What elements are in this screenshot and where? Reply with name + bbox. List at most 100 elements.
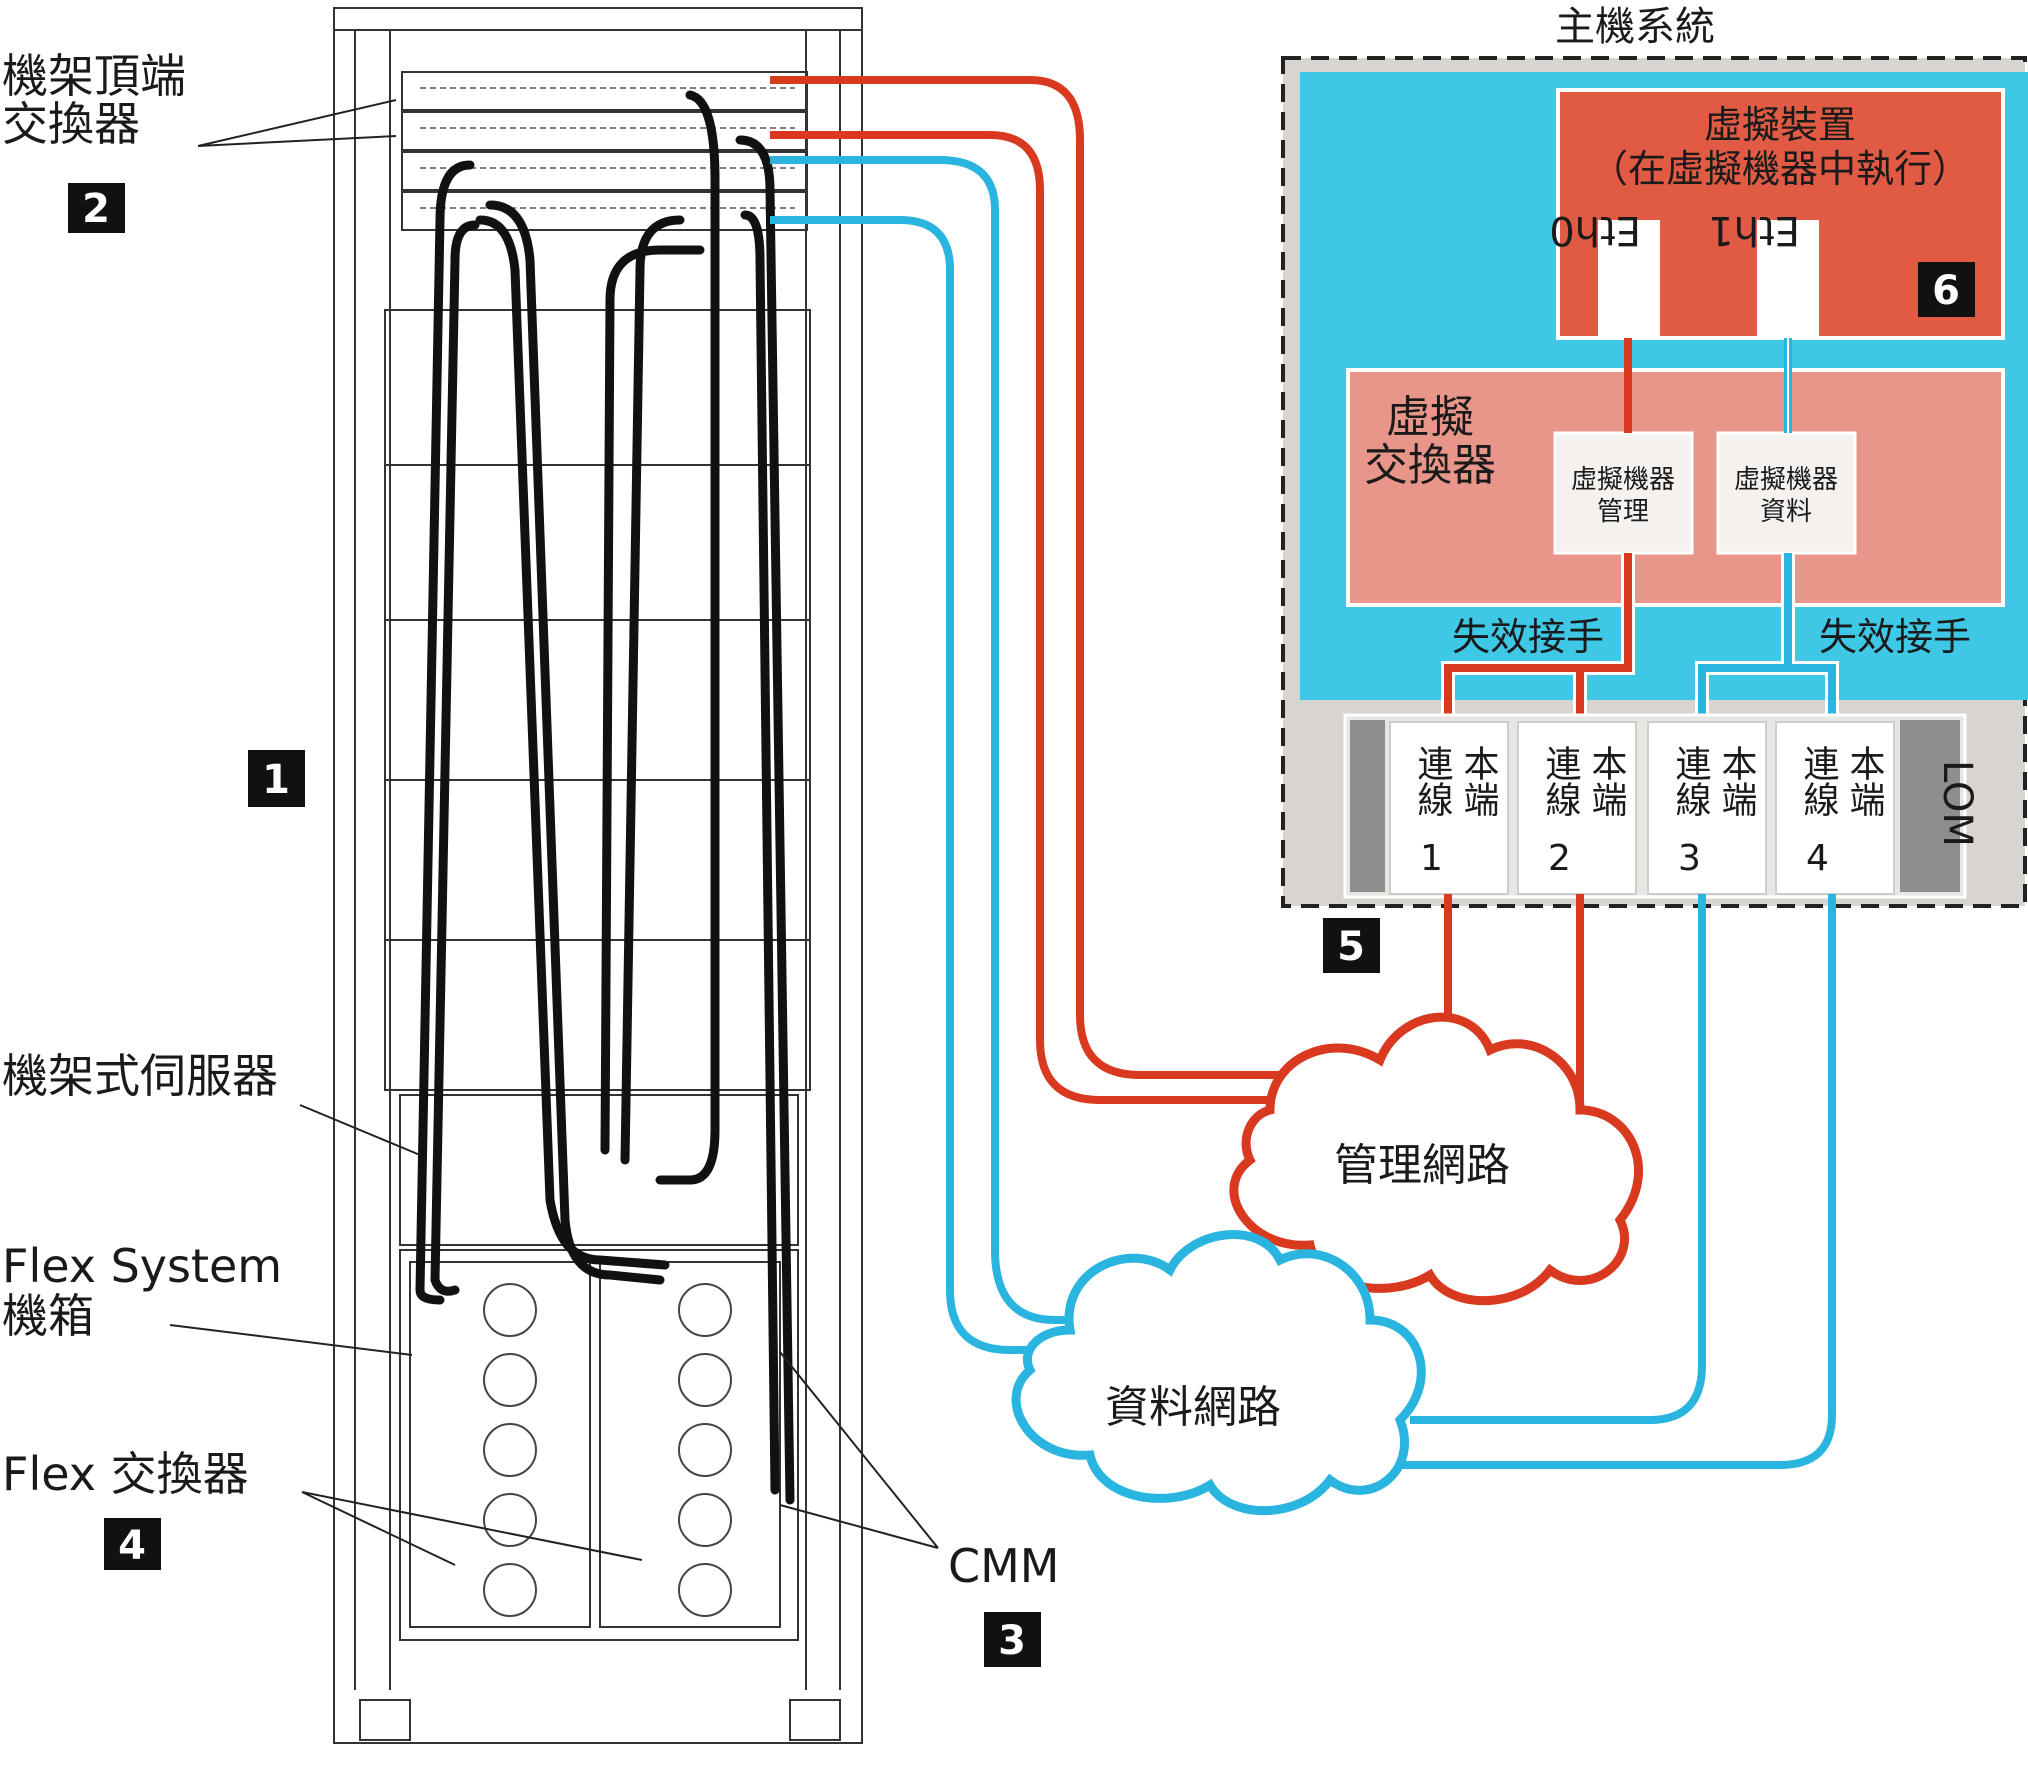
badge-5-text: 5 (1337, 924, 1365, 970)
local-port-3 (1647, 721, 1767, 895)
rack-cable (740, 210, 780, 1495)
rack-cable (475, 215, 670, 1270)
failover-label-mgmt: 失效接手 (1452, 615, 1604, 659)
rack-cable (600, 245, 705, 1155)
vswitch-label-line1: 虛擬 (1386, 392, 1474, 443)
badge-2-text: 2 (82, 186, 110, 232)
eth1-label: Eth1 (1708, 207, 1800, 253)
badge-4-text: 4 (118, 1523, 146, 1569)
fan-icon (678, 1563, 732, 1617)
rack-cable (415, 160, 475, 1305)
eth0-label: Eth0 (1549, 207, 1641, 253)
tor-label-line1: 機架頂端 (2, 49, 186, 103)
host-system-title: 主機系統 (1555, 4, 1715, 50)
flex-switch-label: Flex 交換器 (2, 1447, 249, 1501)
badge-3-text: 3 (998, 1618, 1026, 1664)
lom-edge-left (1350, 720, 1385, 892)
mgmt-cable-tor2 (770, 131, 1290, 1104)
vm-management-portgroup (1553, 431, 1694, 555)
port4-to-data (1395, 894, 1836, 1469)
badge-1-text: 1 (262, 757, 290, 803)
vm-data-label-line1: 虛擬機器 (1734, 465, 1838, 495)
flex-chassis-leader-line (169, 1324, 413, 1356)
leader-lines (169, 99, 939, 1566)
port-4-label-col1: 本端 (1844, 745, 1885, 817)
rack-server-label: 機架式伺服器 (2, 1049, 278, 1103)
eth1-port (1757, 220, 1819, 338)
rack-server-unit (399, 1094, 799, 1246)
fan-icon (483, 1423, 537, 1477)
flex-chassis-bay-left (409, 1261, 591, 1628)
lom-label: LOM (1934, 760, 1980, 847)
tor-switch-unit (401, 151, 808, 191)
rack-caster (359, 1699, 411, 1741)
tor-leader-line (197, 99, 397, 147)
local-port-1 (1389, 721, 1509, 895)
flex-chassis-unit (399, 1249, 799, 1641)
rack (333, 7, 863, 1744)
vm-data-portgroup (1716, 431, 1857, 555)
failover-label-data: 失效接手 (1819, 615, 1971, 659)
rack-internal-cables (415, 90, 795, 1505)
fan-icon (483, 1493, 537, 1547)
appliance-subtitle: （在虛擬機器中執行） (1590, 147, 1970, 191)
eth0-port (1598, 220, 1660, 338)
rack-cable (655, 90, 720, 1185)
fan-icon (678, 1493, 732, 1547)
port-3-label: 本端 連線 3 (1670, 745, 1757, 879)
flex-chassis-fans (483, 1283, 732, 1617)
port-4-label: 本端 連線 4 (1798, 745, 1885, 879)
rack-cable (620, 215, 685, 1165)
vm-data-label-line2: 資料 (1760, 497, 1812, 527)
badge-6: 6 (1918, 262, 1975, 317)
rack-cable (735, 135, 795, 1505)
tor-switch-unit (401, 71, 808, 111)
flex-chassis-label-line2: 機箱 (2, 1289, 94, 1343)
badge-1: 1 (248, 750, 305, 807)
port-3-label-num: 3 (1678, 838, 1701, 879)
cmm-leader-line (779, 1351, 939, 1549)
rack-server-leader-line (299, 1104, 421, 1156)
fan-icon (483, 1283, 537, 1337)
data-network-cloud (1011, 1230, 1426, 1516)
rack-cable (430, 220, 480, 1296)
vm-mgmt-label-line2: 管理 (1597, 497, 1649, 527)
flex-switch-leader-line (301, 1491, 643, 1566)
fan-icon (678, 1353, 732, 1407)
port-2-label: 本端 連線 2 (1540, 745, 1627, 879)
flex-chassis-label-line1: Flex System (2, 1239, 282, 1293)
failover-data-link (1698, 553, 1836, 730)
port-3-label-col2: 連線 (1670, 745, 1711, 817)
management-network-cloud (1229, 1012, 1643, 1306)
appliance-title: 虛擬裝置 (1704, 103, 1856, 147)
rack-blank-panel (384, 939, 811, 1091)
port-2-label-col1: 本端 (1586, 745, 1627, 817)
vm-mgmt-label-line1: 虛擬機器 (1571, 465, 1675, 495)
local-port-4 (1775, 721, 1895, 895)
lom-label-area (1900, 720, 1960, 892)
local-port-2 (1517, 721, 1637, 895)
badge-5: 5 (1323, 918, 1380, 973)
management-network-label: 管理網路 (1334, 1140, 1510, 1191)
data-cable-tor2 (770, 216, 1040, 1354)
port-4-label-num: 4 (1806, 838, 1829, 879)
flex-chassis-bay-right (599, 1261, 781, 1628)
fan-icon (483, 1563, 537, 1617)
port-4-label-col2: 連線 (1798, 745, 1839, 817)
port-1-label-col2: 連線 (1412, 745, 1453, 817)
data-network-label: 資料網路 (1105, 1382, 1281, 1433)
mgmt-cable-tor1 (770, 76, 1290, 1079)
badge-4: 4 (104, 1518, 161, 1570)
port-1-label-col1: 本端 (1458, 745, 1499, 817)
port-3-label-col1: 本端 (1716, 745, 1757, 817)
data-cable-tor1 (770, 156, 1075, 1324)
rack-caster (789, 1699, 841, 1741)
badge-6-text: 6 (1932, 268, 1960, 314)
port-1-label-num: 1 (1420, 838, 1443, 879)
fan-icon (678, 1283, 732, 1337)
rack-cable (485, 200, 665, 1285)
port-1-label: 本端 連線 1 (1412, 745, 1499, 879)
fan-icon (483, 1353, 537, 1407)
fan-icon (678, 1423, 732, 1477)
